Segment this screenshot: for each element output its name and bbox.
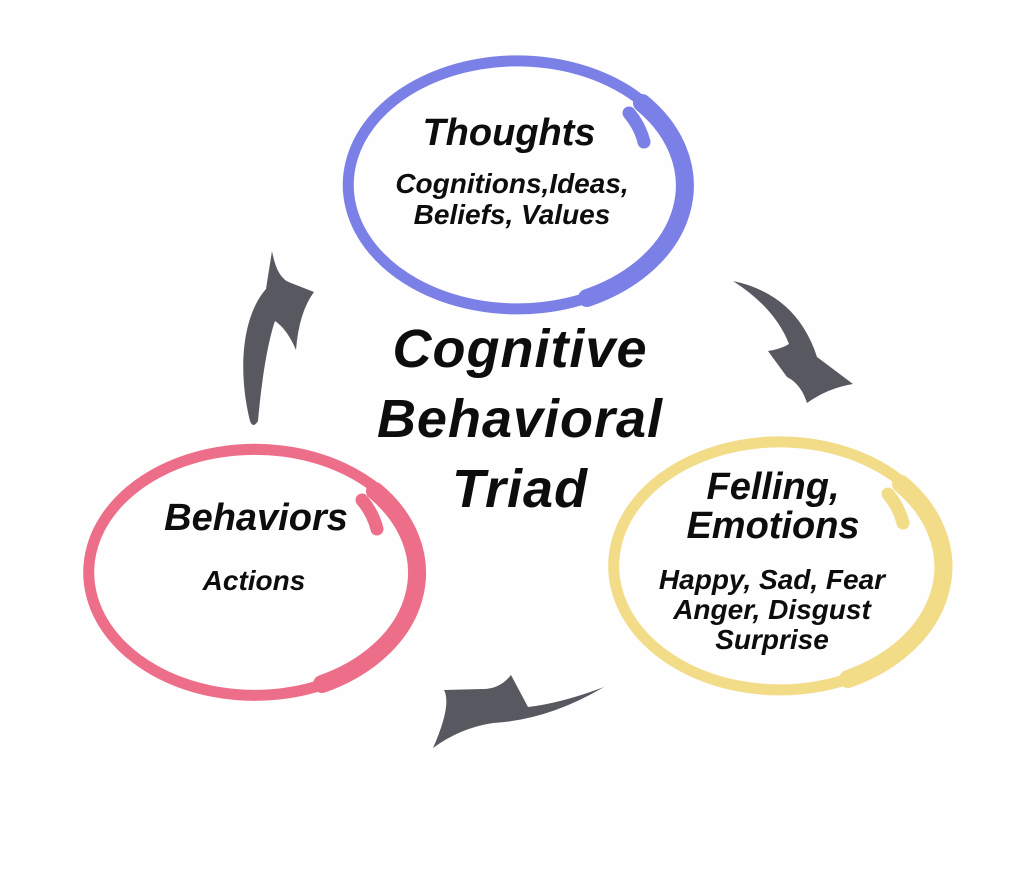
feelings-details-line-2: Anger, Disgust xyxy=(673,594,871,625)
diagram-title-line-1: Cognitive xyxy=(392,319,648,379)
feelings-circle-thick-stroke xyxy=(839,475,953,688)
behaviors-circle-thick-stroke xyxy=(313,482,426,693)
feelings-circle-ring xyxy=(608,436,920,696)
feelings-label-line-2: Emotions xyxy=(686,505,860,547)
thoughts-circle xyxy=(342,55,694,315)
behaviors-details: Actions xyxy=(202,565,306,596)
feelings-circle-pen-hook-icon xyxy=(881,487,910,530)
feelings-circle xyxy=(608,436,953,696)
feelings-details-line-3: Surprise xyxy=(715,624,829,655)
diagram-title-line-3: Triad xyxy=(451,459,589,519)
diagram-title: Cognitive Behavioral Triad xyxy=(377,314,663,524)
behaviors-circle xyxy=(83,443,426,701)
behaviors-circle-ring xyxy=(83,443,394,701)
thoughts-label: Thoughts xyxy=(422,112,596,154)
thoughts-details: Cognitions,Ideas, Beliefs, Values xyxy=(395,168,628,230)
diagram-title-line-2: Behavioral xyxy=(376,389,664,449)
feelings-details: Happy, Sad, Fear Anger, Disgust Surprise xyxy=(659,565,885,655)
arrow-behaviors-to-thoughts-icon xyxy=(243,251,314,425)
feelings-label: Felling, Emotions xyxy=(686,468,859,546)
feelings-label-line-1: Felling, xyxy=(706,466,840,508)
thoughts-details-line-2: Beliefs, Values xyxy=(413,199,611,230)
thoughts-circle-thick-stroke xyxy=(578,94,694,307)
arrow-feelings-to-behaviors-icon xyxy=(433,675,604,748)
behaviors-circle-pen-hook-icon xyxy=(355,493,384,536)
thoughts-details-line-1: Cognitions,Ideas, xyxy=(395,168,629,199)
thoughts-circle-ring xyxy=(342,55,660,315)
feelings-details-line-1: Happy, Sad, Fear xyxy=(658,564,886,595)
thoughts-circle-pen-hook-icon xyxy=(622,106,651,149)
behaviors-label: Behaviors xyxy=(164,497,348,539)
arrow-thoughts-to-feelings-icon xyxy=(733,281,853,403)
